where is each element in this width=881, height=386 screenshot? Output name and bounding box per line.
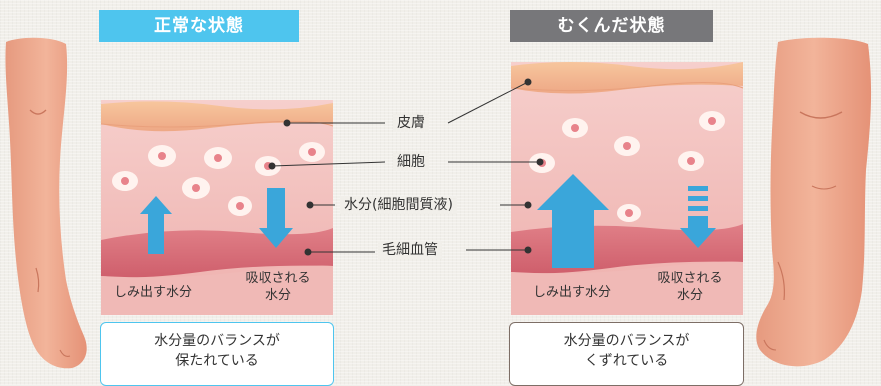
normal-state-header: 正常な状態 — [99, 10, 299, 42]
leader-lines — [268, 78, 544, 256]
normal-leg-illustration — [5, 37, 87, 369]
normal-absorb-arrow — [259, 188, 293, 248]
swollen-seep-label: しみ出す水分 — [532, 285, 611, 300]
normal-absorb-label-line2: 水分 — [264, 288, 291, 303]
normal-caption-line1: 水分量のバランスが — [154, 333, 280, 349]
swollen-absorb-arrow — [680, 186, 716, 248]
swollen-seep-arrow — [537, 174, 609, 268]
normal-tissue-panel — [100, 100, 334, 315]
normal-caption: 水分量のバランスが 保たれている — [100, 322, 334, 386]
label-fluid: 水分(細胞間質液) — [340, 196, 457, 214]
swollen-absorb-label-line2: 水分 — [676, 288, 703, 303]
normal-seep-label: しみ出す水分 — [113, 285, 192, 300]
normal-absorb-label-line1: 吸収される — [245, 271, 311, 286]
swollen-caption-line1: 水分量のバランスが — [563, 333, 690, 349]
swollen-caption: 水分量のバランスが くずれている — [509, 322, 744, 386]
swollen-leg-illustration — [756, 37, 872, 367]
normal-seep-arrow — [140, 196, 172, 254]
swollen-absorb-label-line1: 吸収される — [657, 271, 723, 286]
label-skin: 皮膚 — [393, 114, 429, 132]
normal-caption-line2: 保たれている — [175, 353, 259, 369]
swollen-absorb-label: 吸収される 水分 — [640, 270, 740, 304]
label-capillary: 毛細血管 — [378, 241, 442, 259]
normal-absorb-label: 吸収される 水分 — [228, 270, 328, 304]
swollen-cells — [529, 111, 725, 222]
swollen-caption-line2: くずれている — [584, 353, 669, 369]
swollen-state-header: むくんだ状態 — [510, 10, 713, 42]
label-cell: 細胞 — [393, 153, 429, 171]
